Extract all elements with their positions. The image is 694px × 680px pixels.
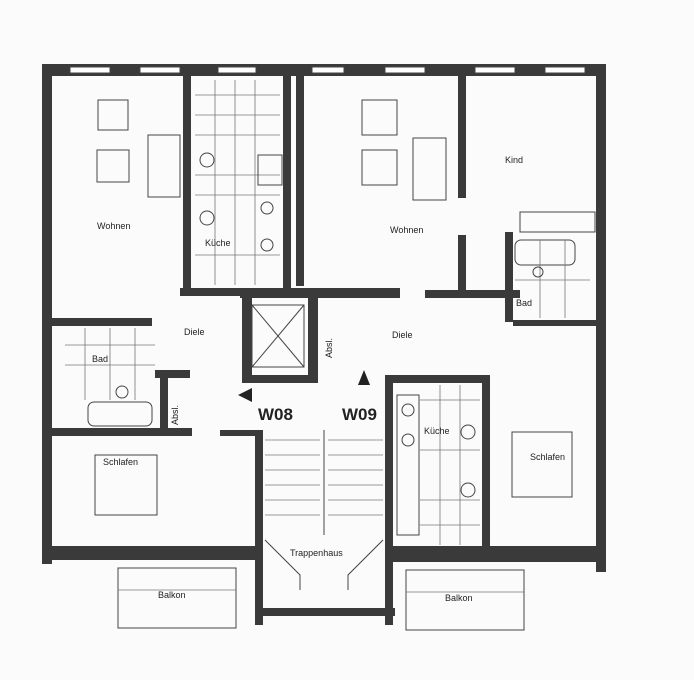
room-schlafen-left: Schlafen bbox=[103, 457, 138, 467]
room-kind: Kind bbox=[505, 155, 523, 165]
walls bbox=[42, 64, 606, 625]
kitchen-tiles-left bbox=[195, 80, 283, 285]
entrance-arrow-w08 bbox=[238, 388, 252, 402]
room-treppenhaus: Trappenhaus bbox=[290, 548, 343, 558]
room-balkon-right: Balkon bbox=[445, 593, 473, 603]
room-absl-left: Absl. bbox=[170, 405, 180, 425]
room-bad-left: Bad bbox=[92, 354, 108, 364]
unit-label-w09: W09 bbox=[342, 405, 377, 424]
room-diele-right: Diele bbox=[392, 330, 413, 340]
unit-label-w08: W08 bbox=[258, 405, 293, 424]
room-kueche-left: Küche bbox=[205, 238, 231, 248]
furniture bbox=[94, 99, 596, 516]
room-wohnen-left: Wohnen bbox=[97, 221, 130, 231]
staircase bbox=[251, 304, 384, 590]
bathroom-right bbox=[514, 239, 590, 318]
bathroom-left bbox=[65, 328, 155, 427]
entrance-arrow-w09 bbox=[358, 370, 370, 385]
room-kueche-right: Küche bbox=[424, 426, 450, 436]
room-schlafen-right: Schlafen bbox=[530, 452, 565, 462]
balcony-left bbox=[117, 567, 237, 629]
balcony-right bbox=[405, 569, 525, 631]
room-diele-left: Diele bbox=[184, 327, 205, 337]
room-absl-center: Absl. bbox=[324, 338, 334, 358]
room-wohnen-right: Wohnen bbox=[390, 225, 423, 235]
room-balkon-left: Balkon bbox=[158, 590, 186, 600]
room-bad-right: Bad bbox=[516, 298, 532, 308]
kitchen-tiles-right bbox=[396, 385, 480, 545]
